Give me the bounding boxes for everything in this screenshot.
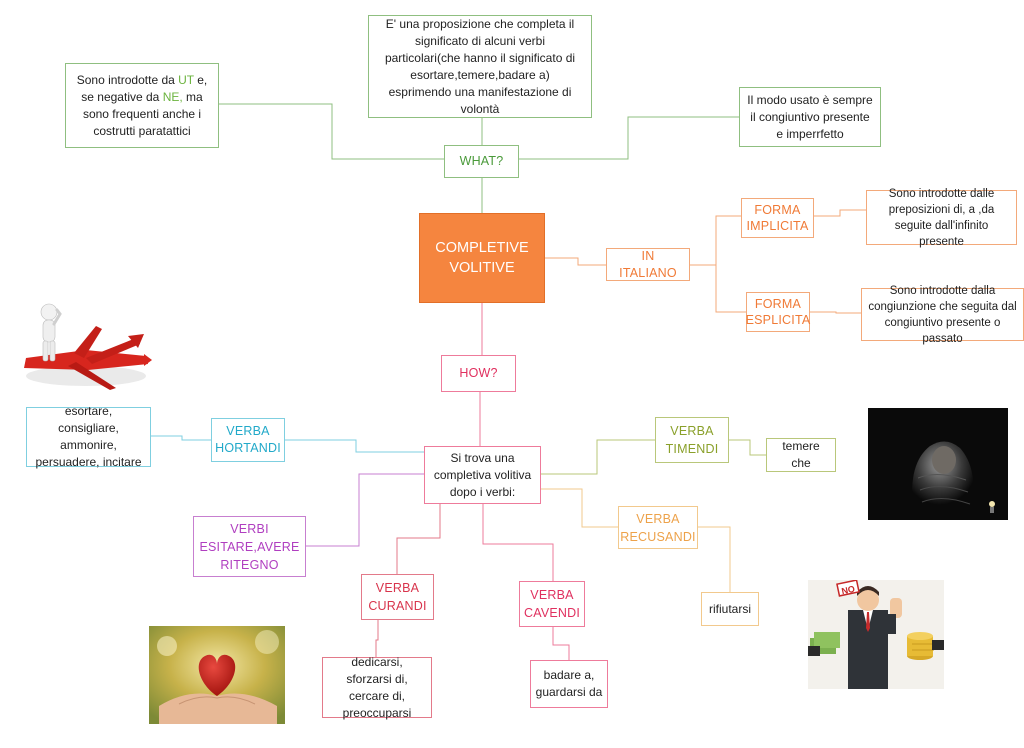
- verba-hortandi-node[interactable]: VERBA HORTANDI: [211, 418, 285, 462]
- implicita-text-node[interactable]: Sono introdotte dalle preposizioni di, a…: [866, 188, 1017, 248]
- connector-main-esitare: [306, 473, 424, 547]
- cavendi-examples-node[interactable]: badare a, guardarsi da: [530, 660, 608, 708]
- central-title-line1: COMPLETIVE: [435, 240, 529, 256]
- connector-main-timendi: [541, 439, 655, 475]
- connector-curandi-examples: [375, 620, 379, 657]
- intro-node[interactable]: Sono introdotte da UT e, se negative da …: [65, 63, 219, 148]
- connector-recusandi-examples: [698, 526, 731, 592]
- central-title-line2: VOLITIVE: [449, 260, 515, 276]
- forma-esplicita-node[interactable]: FORMA ESPLICITA: [746, 292, 810, 332]
- no-sign-text: NO: [841, 584, 856, 597]
- mode-node[interactable]: Il modo usato è sempre il congiuntivo pr…: [739, 87, 881, 147]
- connector-hortandi-examples: [151, 435, 211, 441]
- ne-highlight: NE,: [162, 89, 183, 104]
- connector-timendi-examples: [729, 439, 766, 456]
- connector-what-mode: [519, 116, 739, 160]
- connector-italiano-esplicita: [715, 265, 746, 313]
- connector-implicita-text: [814, 209, 866, 217]
- connector-main-hortandi: [285, 439, 424, 453]
- connector-main-recusandi: [541, 488, 618, 528]
- verba-cavendi-node[interactable]: VERBA CAVENDI: [519, 581, 585, 627]
- connector-main-curandi: [396, 504, 441, 574]
- esplicita-text-node[interactable]: Sono introdotte dalla congiunzione che s…: [861, 285, 1024, 345]
- verbi-esitare-node[interactable]: VERBI ESITARE,AVERE RITEGNO: [193, 516, 306, 577]
- intro-text: Sono introdotte da UT e, se negative da …: [76, 72, 208, 138]
- businessman-refusing-money-image: NO: [808, 580, 944, 689]
- recusandi-examples-node[interactable]: rifiutarsi: [701, 592, 759, 626]
- central-node[interactable]: COMPLETIVE VOLITIVE: [419, 213, 545, 303]
- crossroads-figure-image: [16, 298, 152, 391]
- definition-node[interactable]: E' una proposizione che completa il sign…: [368, 15, 592, 118]
- connector-cavendi-examples: [552, 627, 570, 660]
- ut-highlight: UT: [178, 72, 194, 87]
- connector-central-italiano: [545, 257, 606, 266]
- connector-esplicita-text: [810, 311, 861, 314]
- verba-timendi-node[interactable]: VERBA TIMENDI: [655, 417, 729, 463]
- hortandi-examples-node[interactable]: esortare, consigliare, ammonire, persuad…: [26, 404, 151, 469]
- verba-recusandi-node[interactable]: VERBA RECUSANDI: [618, 506, 698, 549]
- heart-hands-image: [149, 626, 285, 724]
- curandi-examples-node[interactable]: dedicarsi, sforzarsi di, cercare di, pre…: [322, 655, 432, 720]
- hooded-figure-image: [868, 408, 1008, 520]
- what-node[interactable]: WHAT?: [444, 145, 519, 178]
- how-main-node[interactable]: Si trova una completiva volitiva dopo i …: [424, 446, 541, 504]
- connector-main-cavendi: [482, 504, 554, 581]
- verba-curandi-node[interactable]: VERBA CURANDI: [361, 574, 434, 620]
- how-node[interactable]: HOW?: [441, 355, 516, 392]
- forma-implicita-node[interactable]: FORMA IMPLICITA: [741, 198, 814, 238]
- italiano-node[interactable]: IN ITALIANO: [606, 248, 690, 281]
- connector-italiano-implicita: [690, 215, 741, 266]
- timendi-examples-node[interactable]: temere che: [766, 438, 836, 472]
